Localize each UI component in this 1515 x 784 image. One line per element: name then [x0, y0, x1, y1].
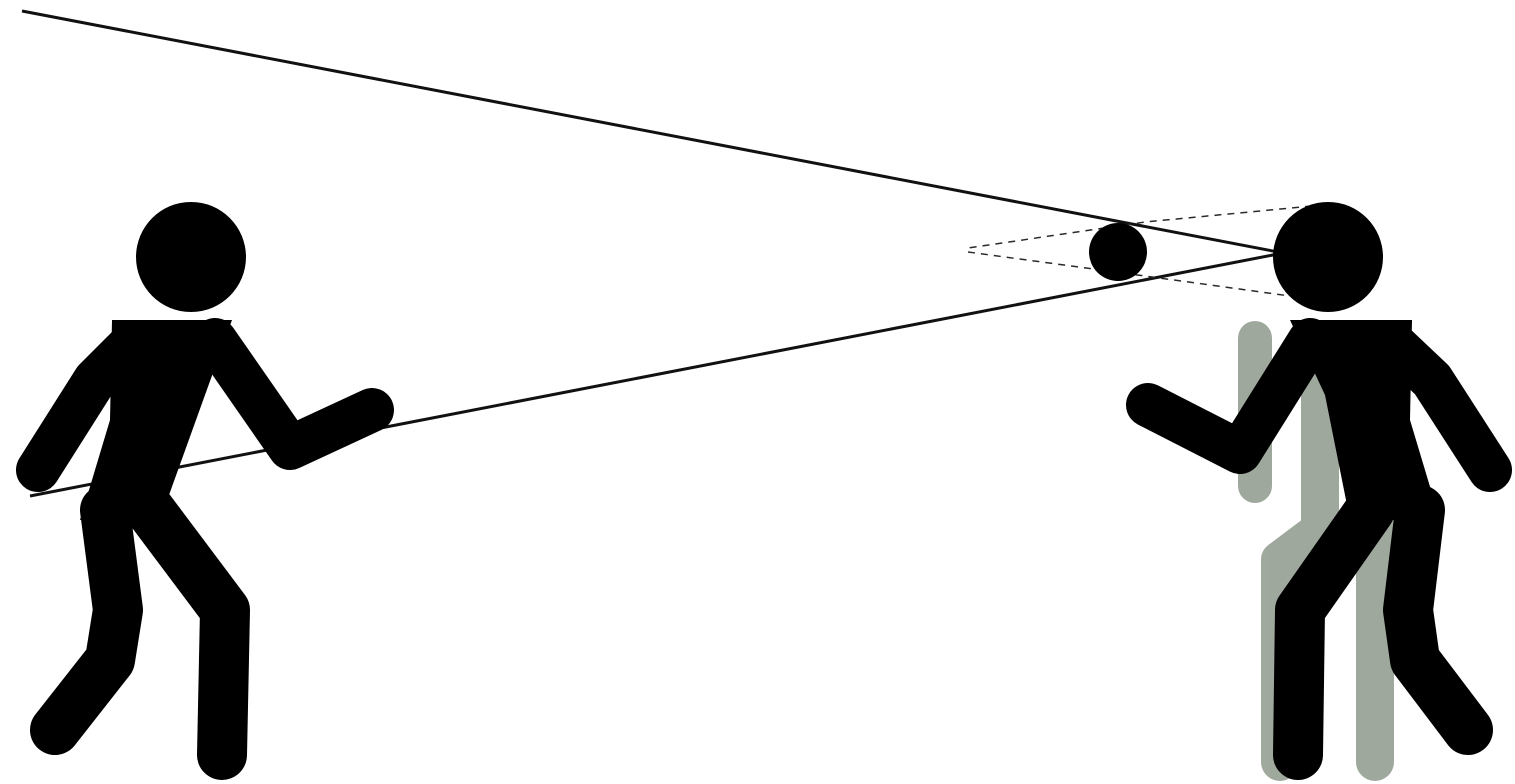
left-figure-leg-right	[150, 510, 225, 755]
right-figure-leg-right	[1408, 510, 1468, 730]
left-figure	[38, 202, 372, 755]
left-figure-leg-left	[55, 510, 118, 730]
right-figure-arm-left	[1148, 340, 1310, 452]
ball	[1089, 223, 1147, 281]
left-figure-head	[136, 202, 246, 312]
left-figure-arm-right	[215, 340, 372, 448]
right-figure-head	[1273, 202, 1383, 312]
